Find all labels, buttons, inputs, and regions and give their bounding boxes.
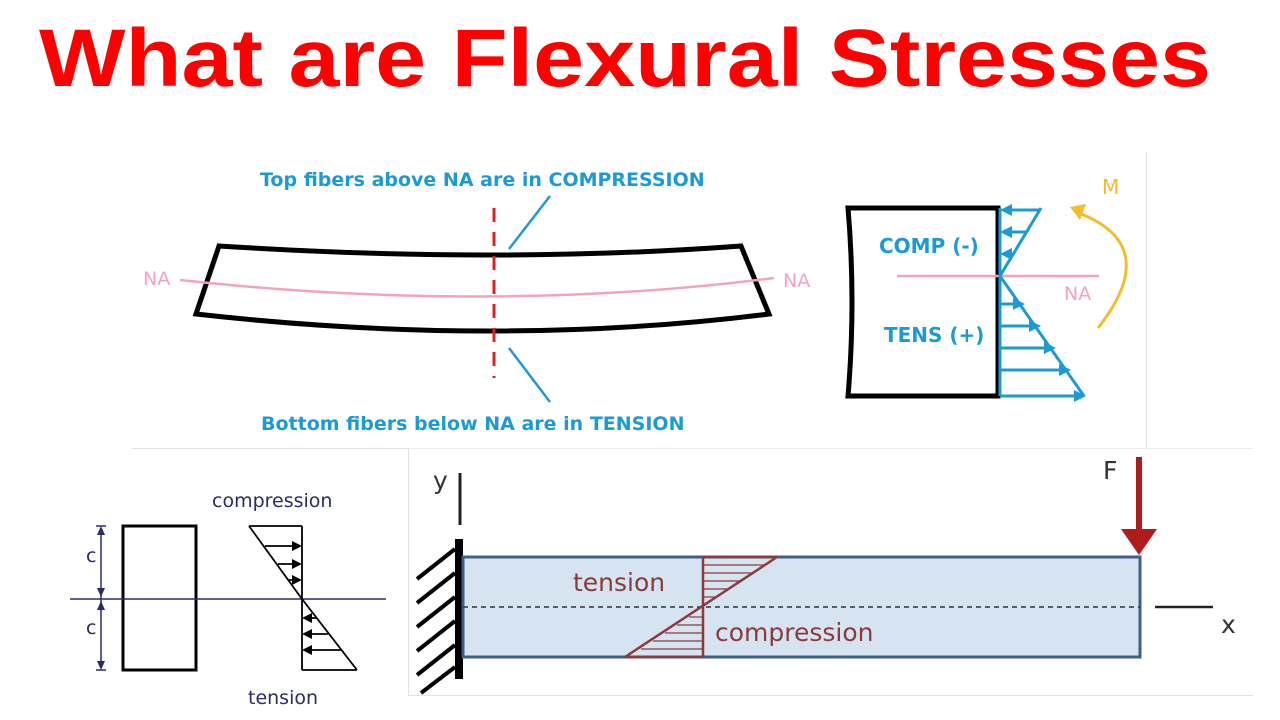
- tension-label: tension: [248, 687, 318, 709]
- force-label: F: [1103, 456, 1117, 485]
- na-label-right: NA: [783, 270, 810, 292]
- c-dimension: [96, 525, 106, 671]
- cantilever-compression-label: compression: [715, 618, 874, 647]
- stress-arrowheads: [1000, 204, 1086, 402]
- tens-zone-label: TENS (+): [884, 323, 984, 347]
- wall-hatching: [415, 547, 457, 695]
- force-arrowhead: [1121, 529, 1157, 555]
- bottom-note-leader: [508, 347, 551, 403]
- rectangular-section-panel: compression tension c c: [60, 478, 400, 718]
- bending-stress-profile: [624, 555, 778, 659]
- bending-diagram-panel: NA NA Top fibers above NA are in COMPRES…: [132, 152, 1147, 449]
- x-axis-label: x: [1221, 610, 1236, 639]
- section-na-label: NA: [1064, 283, 1091, 305]
- na-label-left: NA: [143, 268, 170, 290]
- top-fibers-note: Top fibers above NA are in COMPRESSION: [260, 169, 705, 191]
- stress-distribution: [998, 207, 1086, 398]
- cantilever-tension-label: tension: [573, 568, 665, 597]
- section-block: [845, 205, 1001, 399]
- compression-label: compression: [212, 490, 332, 512]
- comp-zone-label: COMP (-): [879, 234, 979, 258]
- c-top-label: c: [86, 545, 96, 567]
- cantilever-panel: y x F: [408, 448, 1253, 696]
- page-title: What are Flexural Stresses: [39, 13, 1211, 104]
- moment-label: M: [1102, 175, 1119, 199]
- c-bottom-label: c: [86, 617, 96, 639]
- neutral-axis-line: [179, 276, 775, 298]
- section-rectangle: [121, 524, 198, 672]
- y-axis-label: y: [433, 466, 448, 495]
- linear-stress-diagram: [248, 525, 358, 671]
- moment-arc: [1075, 210, 1128, 329]
- title-banner: What are Flexural Stresses: [0, 6, 1280, 106]
- moment-arrowhead: [1070, 204, 1086, 220]
- bent-beam: [192, 243, 773, 334]
- stress-hatch-lines: [641, 564, 765, 650]
- bottom-fibers-note: Bottom fibers below NA are in TENSION: [261, 413, 684, 435]
- top-note-leader: [508, 195, 551, 250]
- linear-stress-arrowheads: [292, 541, 312, 655]
